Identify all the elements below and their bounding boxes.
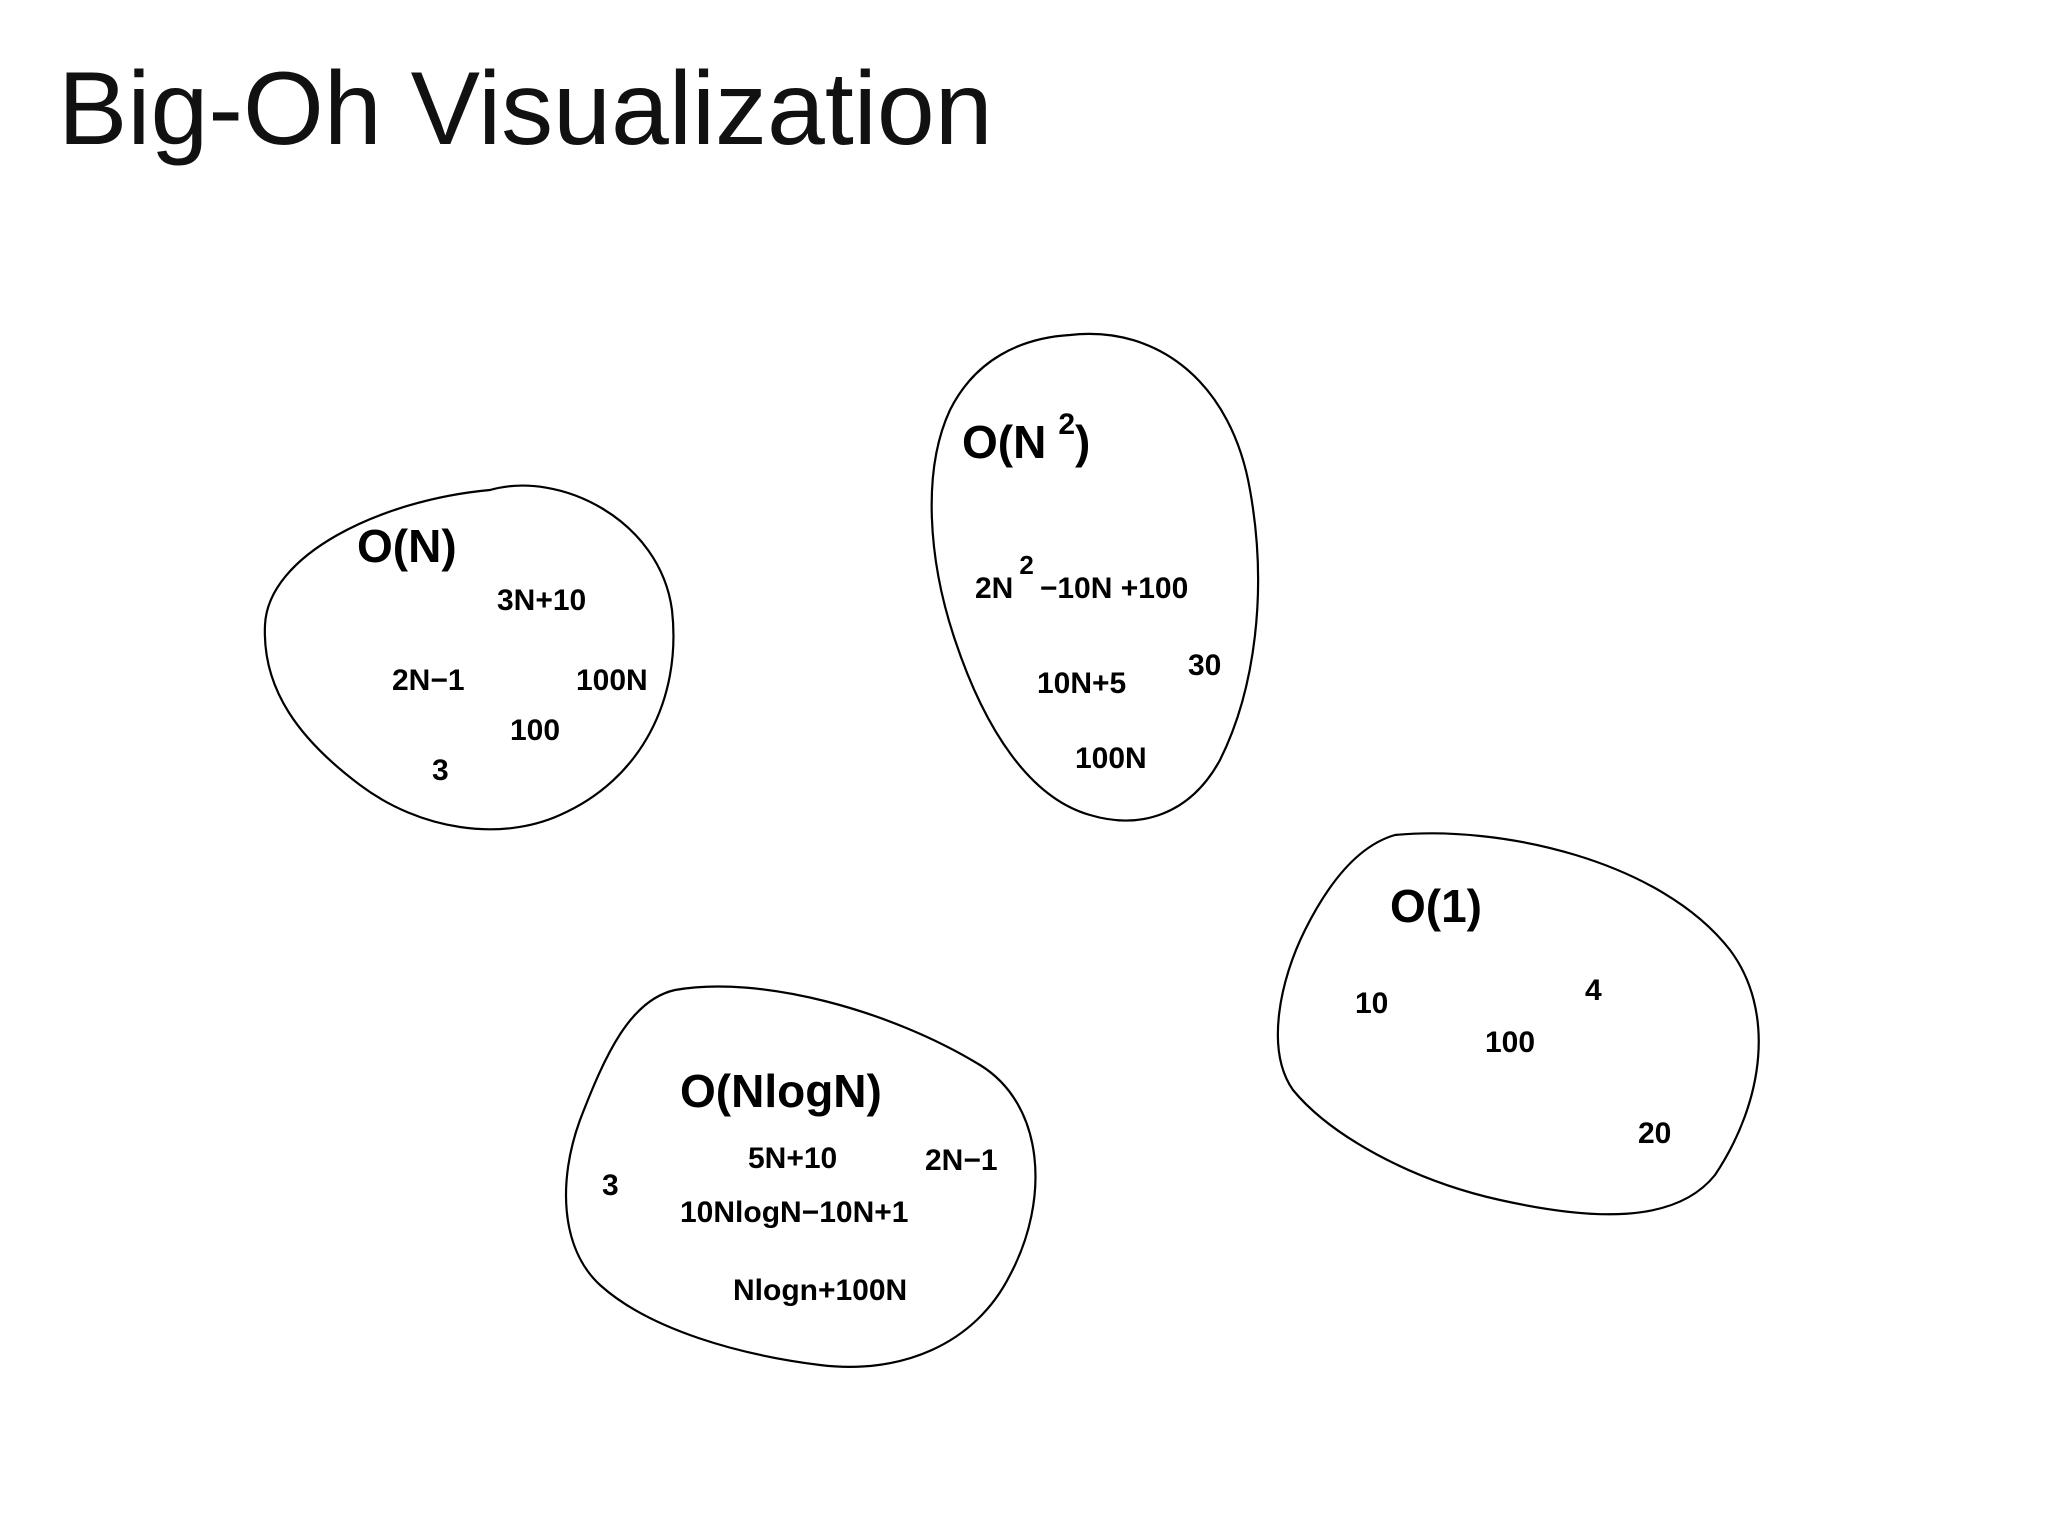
func-item: 100 <box>510 714 560 747</box>
func-item: 100N <box>1075 742 1147 775</box>
func-item: 4 <box>1585 974 1602 1007</box>
set-o-nlogn: O(NlogN) 5N+10 2N−1 3 10NlogN−10N+1 Nlog… <box>564 985 1037 1368</box>
func-item: 2N2−10N +100 <box>975 550 1188 605</box>
func-item: 3 <box>602 1169 619 1202</box>
func-item: 30 <box>1188 649 1221 682</box>
func-item: Nlogn+100N <box>733 1274 907 1307</box>
func-item: 3N+10 <box>497 584 586 617</box>
func-item: 2N−1 <box>925 1144 998 1177</box>
func-item: 10 <box>1355 987 1388 1020</box>
func-item: 3 <box>432 754 449 787</box>
func-item: 2N−1 <box>392 664 465 697</box>
func-item: 10N+5 <box>1037 667 1126 700</box>
set-o-nlogn-boundary <box>564 985 1037 1368</box>
set-o-1-label: O(1) <box>1390 880 1482 932</box>
set-o-n-boundary <box>263 484 675 831</box>
set-o-1-boundary <box>1276 832 1760 1216</box>
func-item: 100N <box>576 664 648 697</box>
set-o-n-label: O(N) <box>357 520 457 572</box>
slide-title: Big-Oh Visualization <box>58 51 993 167</box>
func-item: 10NlogN−10N+1 <box>680 1196 908 1229</box>
set-o-1: O(1) 10 4 100 20 <box>1276 832 1760 1216</box>
func-item: 100 <box>1485 1026 1535 1059</box>
set-o-n-squared-boundary <box>930 332 1260 822</box>
func-item: 20 <box>1638 1117 1671 1150</box>
set-o-n: O(N) 3N+10 2N−1 100N 100 3 <box>263 484 675 831</box>
set-o-nlogn-label: O(NlogN) <box>680 1065 882 1117</box>
func-item: 5N+10 <box>748 1142 837 1175</box>
